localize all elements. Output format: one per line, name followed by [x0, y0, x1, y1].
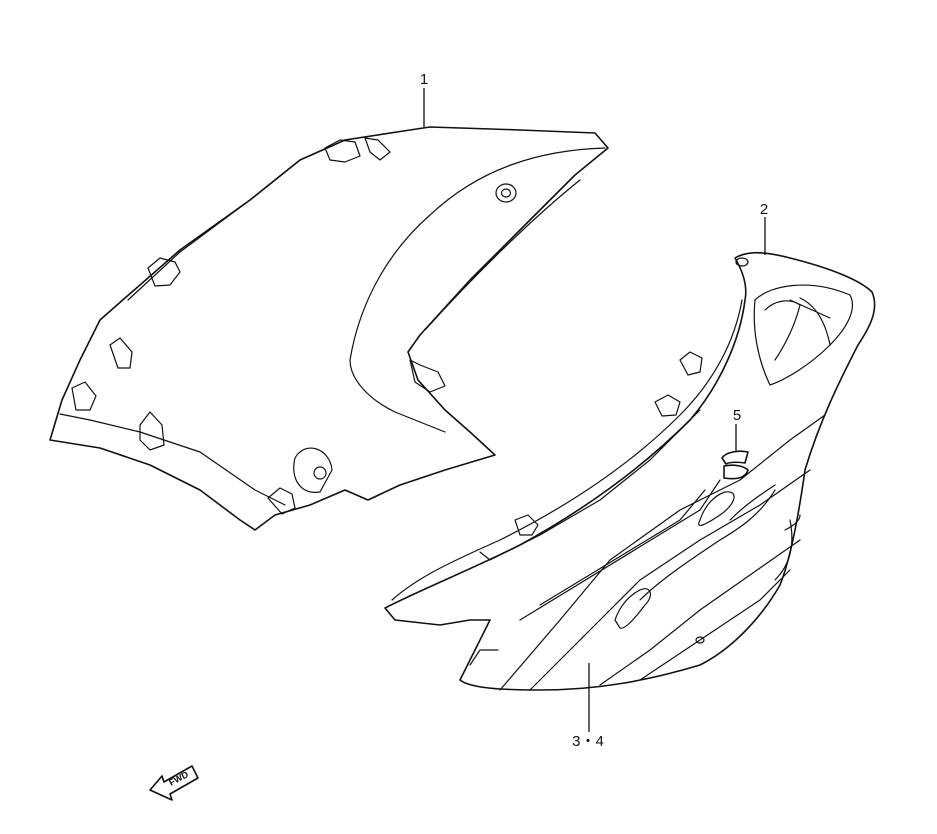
- part-3-4-decal: [469, 414, 826, 691]
- callout-1: 1: [420, 71, 428, 88]
- part-2-side-cover: [384, 251, 876, 691]
- callout-2: 2: [760, 201, 768, 218]
- part-1-frame-cover: [49, 126, 609, 531]
- part-5-emblem: [721, 450, 749, 480]
- callout-5: 5: [733, 407, 741, 424]
- callout-3-4: 3・4: [572, 733, 604, 750]
- fwd-arrow-icon: FWD: [149, 765, 199, 801]
